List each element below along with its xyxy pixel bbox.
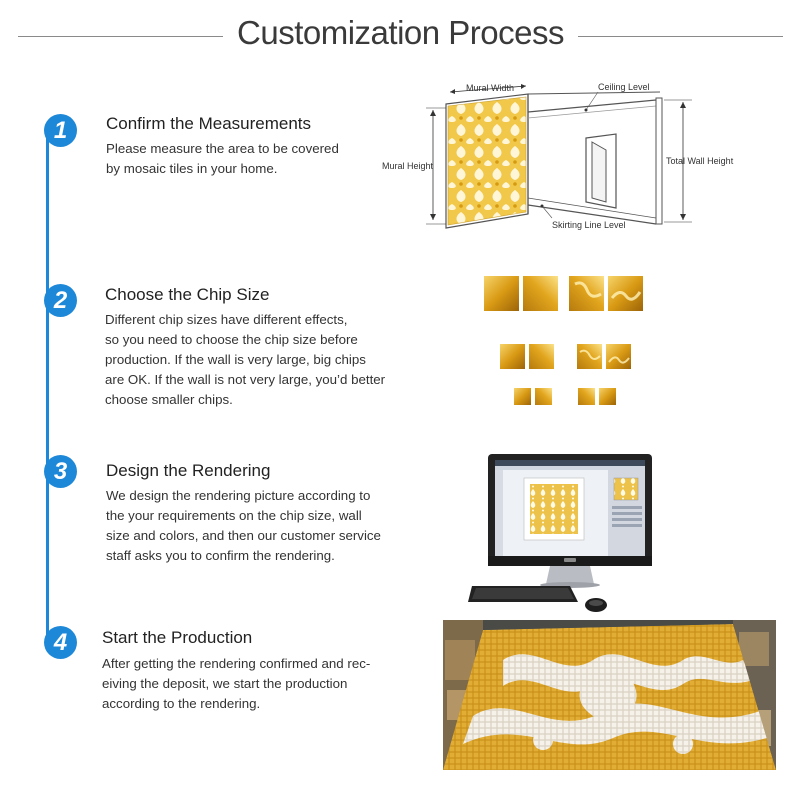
production-photo bbox=[443, 620, 776, 770]
desc-line: production. If the wall is very large, b… bbox=[105, 352, 366, 367]
large-chip bbox=[523, 276, 558, 311]
desc-line: size and colors, and then our customer s… bbox=[106, 528, 381, 543]
header: Customization Process bbox=[0, 14, 800, 60]
small-textured-chip bbox=[599, 388, 616, 405]
desc-line: Different chip sizes have different effe… bbox=[105, 312, 348, 327]
medium-chip bbox=[529, 344, 554, 369]
step-3-title: Design the Rendering bbox=[106, 461, 271, 480]
step-4-badge: 4 bbox=[44, 626, 77, 659]
small-chip bbox=[514, 388, 531, 405]
large-textured-chip bbox=[569, 276, 604, 311]
small-textured-chip bbox=[578, 388, 595, 405]
step-2-badge: 2 bbox=[44, 284, 77, 317]
desc-line: staff asks you to confirm the rendering. bbox=[106, 548, 335, 563]
total-wall-height-label: Total Wall Height bbox=[666, 156, 734, 166]
chip-size-samples bbox=[484, 276, 643, 405]
desc-line: choose smaller chips. bbox=[105, 392, 233, 407]
step-1-description: Please measure the area to be covered by… bbox=[106, 139, 406, 179]
desc-line: by mosaic tiles in your home. bbox=[106, 161, 278, 176]
desc-line: After getting the rendering confirmed an… bbox=[102, 656, 371, 671]
desc-line: are OK. If the wall is not very large, y… bbox=[105, 372, 386, 387]
mural-width-label: Mural Width bbox=[466, 83, 514, 93]
step-4-title: Start the Production bbox=[102, 628, 253, 647]
desc-line: eiving the deposit, we start the product… bbox=[102, 676, 348, 691]
step-1-badge: 1 bbox=[44, 114, 77, 147]
step-3-badge: 3 bbox=[44, 455, 77, 488]
step-3-description: We design the rendering picture accordin… bbox=[106, 486, 416, 566]
wall-measurement-diagram: Mural Width Ceiling Level Mural Height T… bbox=[382, 82, 734, 230]
step-1-title: Confirm the Measurements bbox=[106, 114, 312, 133]
door-leaf bbox=[591, 141, 607, 203]
title-divider-right bbox=[578, 36, 783, 37]
page-title: Customization Process bbox=[237, 14, 564, 51]
right-wall-edge bbox=[655, 97, 663, 225]
title-divider-left bbox=[18, 36, 223, 37]
skirting-line-label: Skirting Line Level bbox=[552, 220, 626, 230]
timeline-line bbox=[46, 132, 49, 644]
medium-chip bbox=[500, 344, 525, 369]
computer-rendering-illustration bbox=[468, 454, 652, 612]
step-2-title: Choose the Chip Size bbox=[105, 285, 270, 304]
rendering-preview bbox=[530, 484, 578, 534]
desc-line: the your requirements on the chip size, … bbox=[106, 508, 362, 523]
medium-textured-chip bbox=[606, 344, 631, 369]
desc-line: according to the rendering. bbox=[102, 696, 261, 711]
desc-line: Please measure the area to be covered bbox=[106, 141, 339, 156]
step-4-description: After getting the rendering confirmed an… bbox=[102, 654, 412, 714]
ceiling-level-label: Ceiling Level bbox=[598, 82, 650, 92]
mural-height-label: Mural Height bbox=[382, 161, 434, 171]
desc-line: We design the rendering picture accordin… bbox=[106, 488, 371, 503]
desc-line: so you need to choose the chip size befo… bbox=[105, 332, 358, 347]
monitor-stand bbox=[546, 566, 594, 584]
mural-panel bbox=[447, 96, 527, 226]
small-chip bbox=[535, 388, 552, 405]
large-chip bbox=[484, 276, 519, 311]
step-2-description: Different chip sizes have different effe… bbox=[105, 310, 415, 410]
